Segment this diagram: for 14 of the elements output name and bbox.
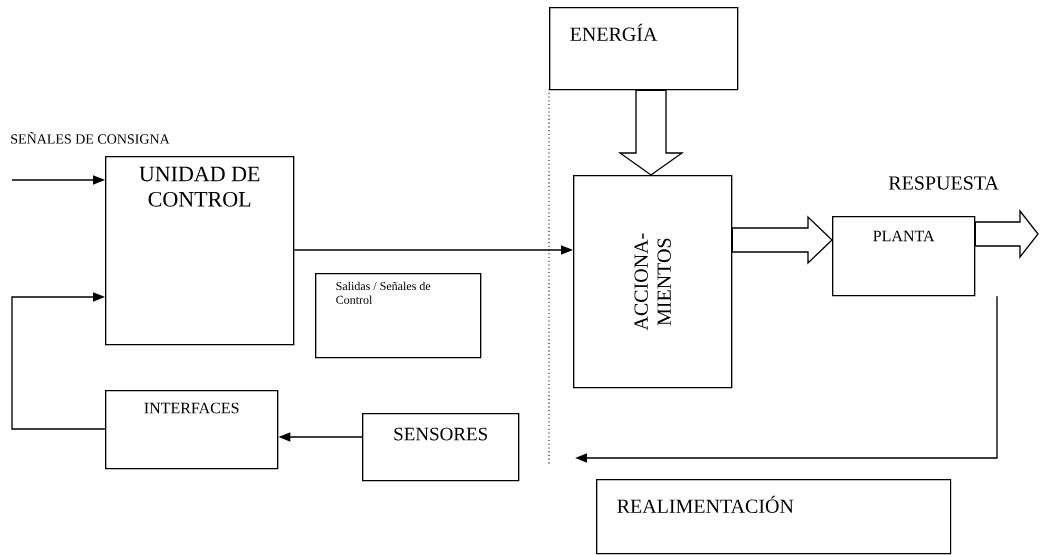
process-box: PLANTA bbox=[832, 216, 976, 297]
label-text: RESPUESTA bbox=[888, 176, 999, 190]
process-box: Salidas / Señales de Control bbox=[315, 273, 482, 359]
block-arrow bbox=[617, 89, 685, 176]
process-box: INTERFACES bbox=[105, 390, 279, 470]
process-box: REALIMENTACIÓN bbox=[596, 479, 952, 555]
block-arrow bbox=[731, 215, 833, 265]
process-box: SENSORES bbox=[362, 413, 520, 482]
label-text: SEÑALES DE CONSIGNA bbox=[11, 131, 170, 144]
arrow bbox=[11, 292, 106, 430]
block-arrow bbox=[974, 209, 1039, 259]
process-box: ACCIONA- MIENTOS bbox=[573, 175, 733, 389]
process-box: UNIDAD DE CONTROL bbox=[105, 156, 295, 346]
process-box: ENERGÍA bbox=[549, 7, 739, 91]
